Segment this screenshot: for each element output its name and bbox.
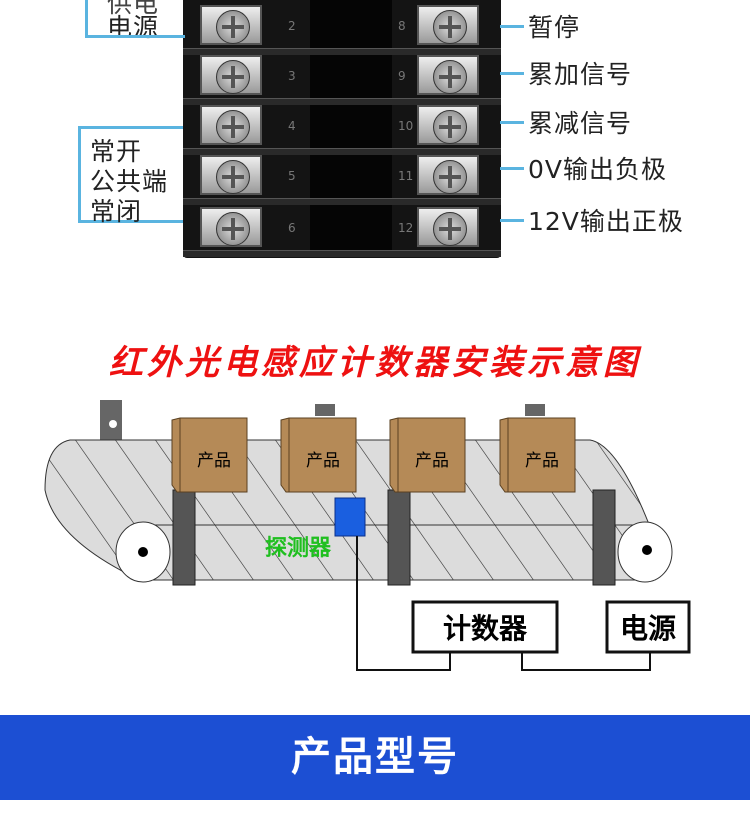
screw-icon <box>433 212 467 246</box>
screw-icon <box>433 60 467 94</box>
product-box: 产品 <box>389 417 466 493</box>
terminal-label: 0V输出负极 <box>528 155 668 184</box>
screw-icon <box>433 10 467 44</box>
detector-label: 探测器 <box>265 535 332 561</box>
diagram-title: 红外光电感应计数器安装示意图 <box>109 343 641 383</box>
screw-icon <box>216 160 250 194</box>
terminal-screw <box>200 155 262 195</box>
terminal-number: 8 <box>398 19 406 33</box>
screw-icon <box>433 110 467 144</box>
conveyor-diagram: 产品 产品 产品 产品 探测器 计数器 电源 <box>44 400 691 671</box>
screw-icon <box>216 110 250 144</box>
product-box: 产品 <box>280 417 357 493</box>
product-label: 产品 <box>197 451 231 471</box>
terminal-screw <box>417 207 479 247</box>
terminal-label: 暂停 <box>528 13 581 42</box>
product-box: 产品 <box>499 417 576 493</box>
terminal-screw <box>200 55 262 95</box>
bracket <box>100 400 122 440</box>
terminal-screw <box>200 207 262 247</box>
power-box <box>605 600 691 654</box>
terminal-number: 6 <box>288 221 296 235</box>
terminal-screw <box>417 5 479 45</box>
product-label: 产品 <box>415 451 449 471</box>
terminal-center-panel <box>310 0 392 250</box>
terminal-screw <box>200 5 262 45</box>
screw-icon <box>216 10 250 44</box>
screw-icon <box>433 160 467 194</box>
terminal-label: 累减信号 <box>528 109 633 138</box>
terminal-number: 11 <box>398 169 414 183</box>
terminal-number: 2 <box>288 19 296 33</box>
product-model-banner: 产品型号 <box>0 715 750 800</box>
product-box: 产品 <box>171 417 248 493</box>
counter-label: 计数器 <box>443 612 528 645</box>
terminal-screw <box>200 105 262 145</box>
detector-sensor <box>334 497 366 537</box>
terminal-number: 9 <box>398 69 406 83</box>
terminal-label: 12V输出正极 <box>528 207 684 236</box>
terminal-number: 10 <box>398 119 414 133</box>
terminal-number: 3 <box>288 69 296 83</box>
terminal-number: 5 <box>288 169 296 183</box>
label-normally-open: 常开 <box>90 137 143 166</box>
product-label: 产品 <box>525 451 559 471</box>
label-normally-closed: 常闭 <box>90 197 143 226</box>
label-common: 公共端 <box>90 167 169 196</box>
screw-icon <box>216 212 250 246</box>
terminal-label: 累加信号 <box>528 60 633 89</box>
product-label: 产品 <box>306 451 340 471</box>
counter-box <box>411 600 559 654</box>
label-power-partial: 供电 <box>107 0 160 18</box>
power-label: 电源 <box>620 612 676 645</box>
terminal-screw <box>417 55 479 95</box>
terminal-screw <box>417 105 479 145</box>
terminal-number: 12 <box>398 221 414 235</box>
label-power: 电源 <box>107 13 160 42</box>
screw-icon <box>216 60 250 94</box>
terminal-screw <box>417 155 479 195</box>
terminal-number: 4 <box>288 119 296 133</box>
